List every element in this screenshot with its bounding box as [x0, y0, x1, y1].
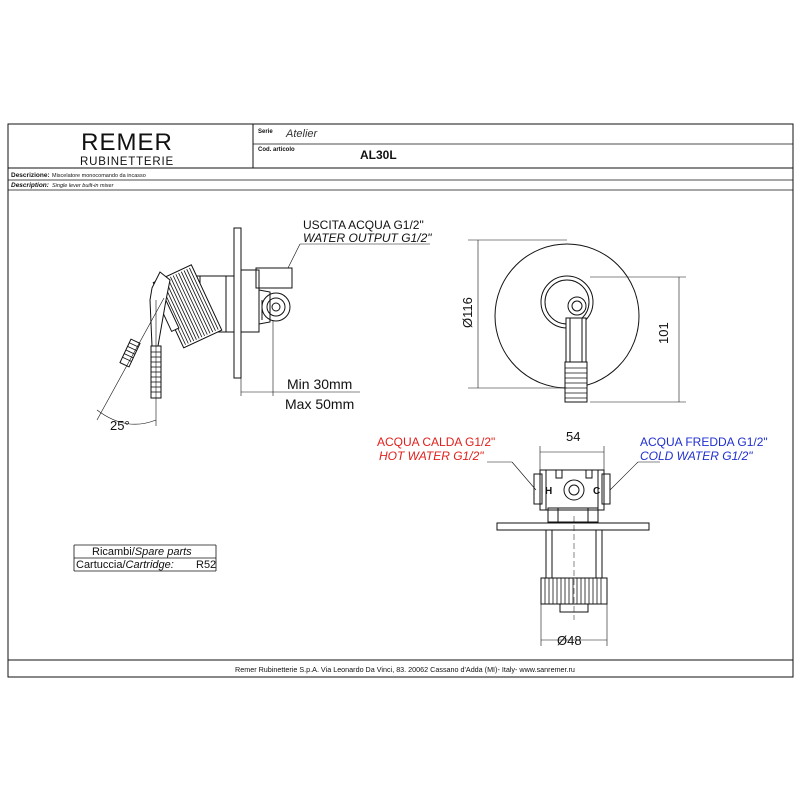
serie-label: Serie — [258, 129, 273, 135]
hot-water-label-en: HOT WATER G1/2" — [379, 449, 484, 463]
outlet-label-en: WATER OUTPUT G1/2" — [303, 231, 432, 245]
body-width-label: 54 — [566, 429, 580, 444]
code-label: Cod. articolo — [258, 147, 295, 153]
cold-water-label-en: COLD WATER G1/2" — [640, 449, 753, 463]
side-view — [96, 227, 430, 426]
cartridge-label-en: Cartridge: — [126, 559, 174, 571]
description-en-label: Description: — [11, 182, 49, 189]
cartridge-row: Cartuccia/Cartridge: — [76, 559, 174, 571]
description-it-label: Descrizione: — [11, 172, 50, 179]
hot-water-label-it: ACQUA CALDA G1/2" — [377, 435, 495, 449]
spare-parts-table — [73, 544, 217, 572]
spares-title-en: Spare parts — [135, 546, 192, 558]
description-en-value: Single lever built-in mixer — [52, 183, 115, 189]
cold-water-label-it: ACQUA FREDDA G1/2" — [640, 435, 768, 449]
cold-mark: C — [593, 486, 600, 497]
spares-title: Ricambi/Spare parts — [92, 546, 192, 558]
description-it-value: Miscelatore monocomando da incasso — [52, 173, 146, 179]
brand-subtitle: RUBINETTERIE — [80, 156, 174, 168]
body-diameter-label: Ø48 — [557, 633, 582, 648]
code-value: AL30L — [360, 148, 397, 162]
max-depth-label: Max 50mm — [285, 396, 354, 412]
min-depth-label: Min 30mm — [287, 376, 352, 392]
cartridge-label-it: Cartuccia/ — [76, 559, 126, 571]
spares-title-it: Ricambi/ — [92, 546, 136, 558]
outlet-label-it: USCITA ACQUA G1/2" — [303, 218, 424, 232]
front-height-label: 101 — [656, 322, 671, 344]
serie-value: Atelier — [285, 128, 319, 140]
hot-mark: H — [545, 486, 552, 497]
body-view — [487, 446, 660, 646]
cartridge-code: R52 — [196, 559, 216, 571]
front-view — [468, 239, 686, 403]
brand-logo: REMER — [81, 129, 173, 156]
angle-label: 25° — [110, 418, 130, 433]
title-block — [7, 123, 794, 678]
front-diameter-label: Ø116 — [460, 297, 475, 328]
footer-address: Remer Rubinetterie S.p.A. Via Leonardo D… — [235, 665, 575, 674]
